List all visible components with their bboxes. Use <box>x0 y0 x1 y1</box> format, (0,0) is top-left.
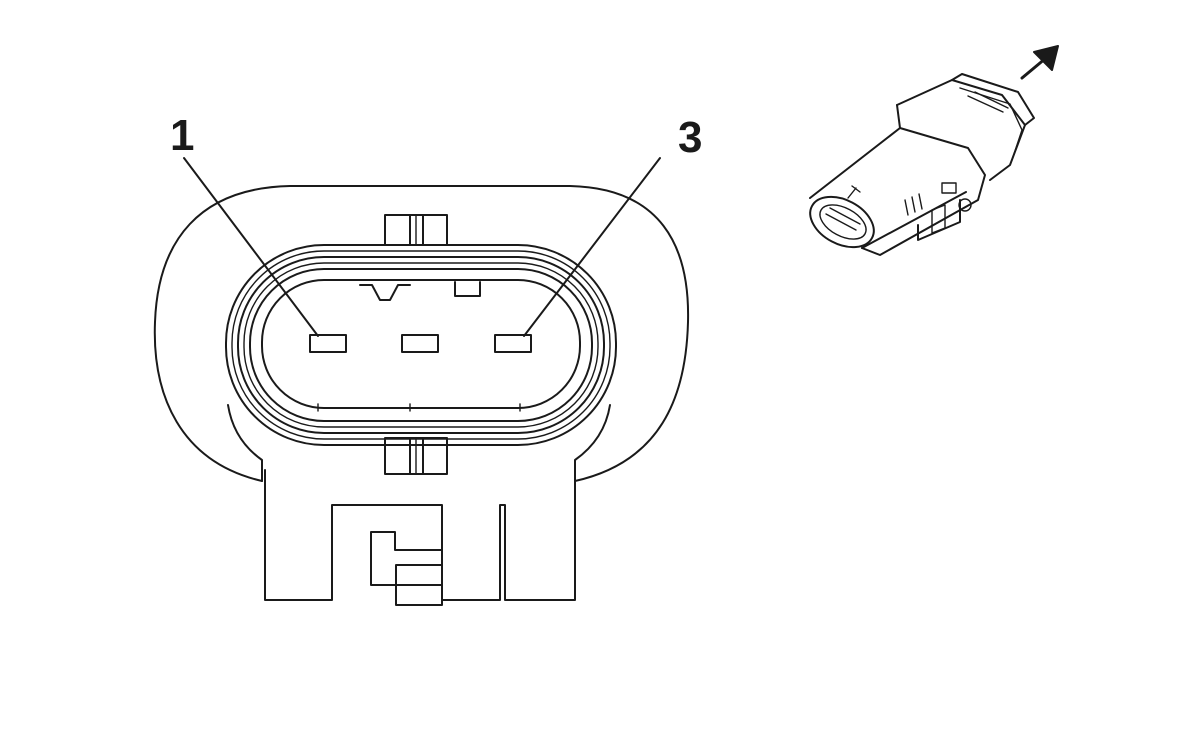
inner-cavity <box>261 279 581 409</box>
iso-pin-tick <box>847 185 861 199</box>
pin-3-leader <box>523 157 661 337</box>
latch-bracket <box>370 531 443 586</box>
iso-rear-collar <box>896 79 1026 181</box>
latch-tab <box>395 564 443 606</box>
connector-face-view: 1 3 <box>153 111 702 606</box>
mounting-body <box>264 469 576 601</box>
pin-3-terminal <box>494 334 532 353</box>
iso-body-edge <box>861 191 967 249</box>
iso-collar-lip <box>951 73 1035 126</box>
pin-2-terminal <box>401 334 439 353</box>
pin-1-terminal <box>309 334 347 353</box>
top-lock-tabs <box>384 214 448 246</box>
iso-grip-lines <box>904 193 923 216</box>
key-feature-right <box>454 281 481 297</box>
iso-front-face <box>809 195 875 249</box>
iso-latch-hole <box>958 198 972 212</box>
outer-housing <box>153 185 690 482</box>
iso-front-slots <box>825 207 861 231</box>
iso-front-face-inner <box>819 204 867 240</box>
iso-collar-edge <box>896 104 901 129</box>
pin-1-leader <box>183 157 319 337</box>
iso-side-clip <box>931 204 946 234</box>
lower-shoulder-right <box>574 404 611 482</box>
arrow-up-right-icon <box>1020 45 1059 80</box>
iso-collar-ring <box>959 87 1023 161</box>
key-feature-left <box>359 284 411 301</box>
pin-3-label: 3 <box>678 113 702 162</box>
iso-collar-ribs <box>967 91 1009 113</box>
iso-body <box>809 127 986 256</box>
connector-isometric-view <box>809 73 1035 256</box>
bottom-lock-tabs <box>384 437 448 475</box>
seal-rings <box>225 244 617 446</box>
pin-1-label: 1 <box>170 111 194 160</box>
lower-shoulder-left <box>227 404 263 482</box>
iso-window <box>941 182 957 194</box>
